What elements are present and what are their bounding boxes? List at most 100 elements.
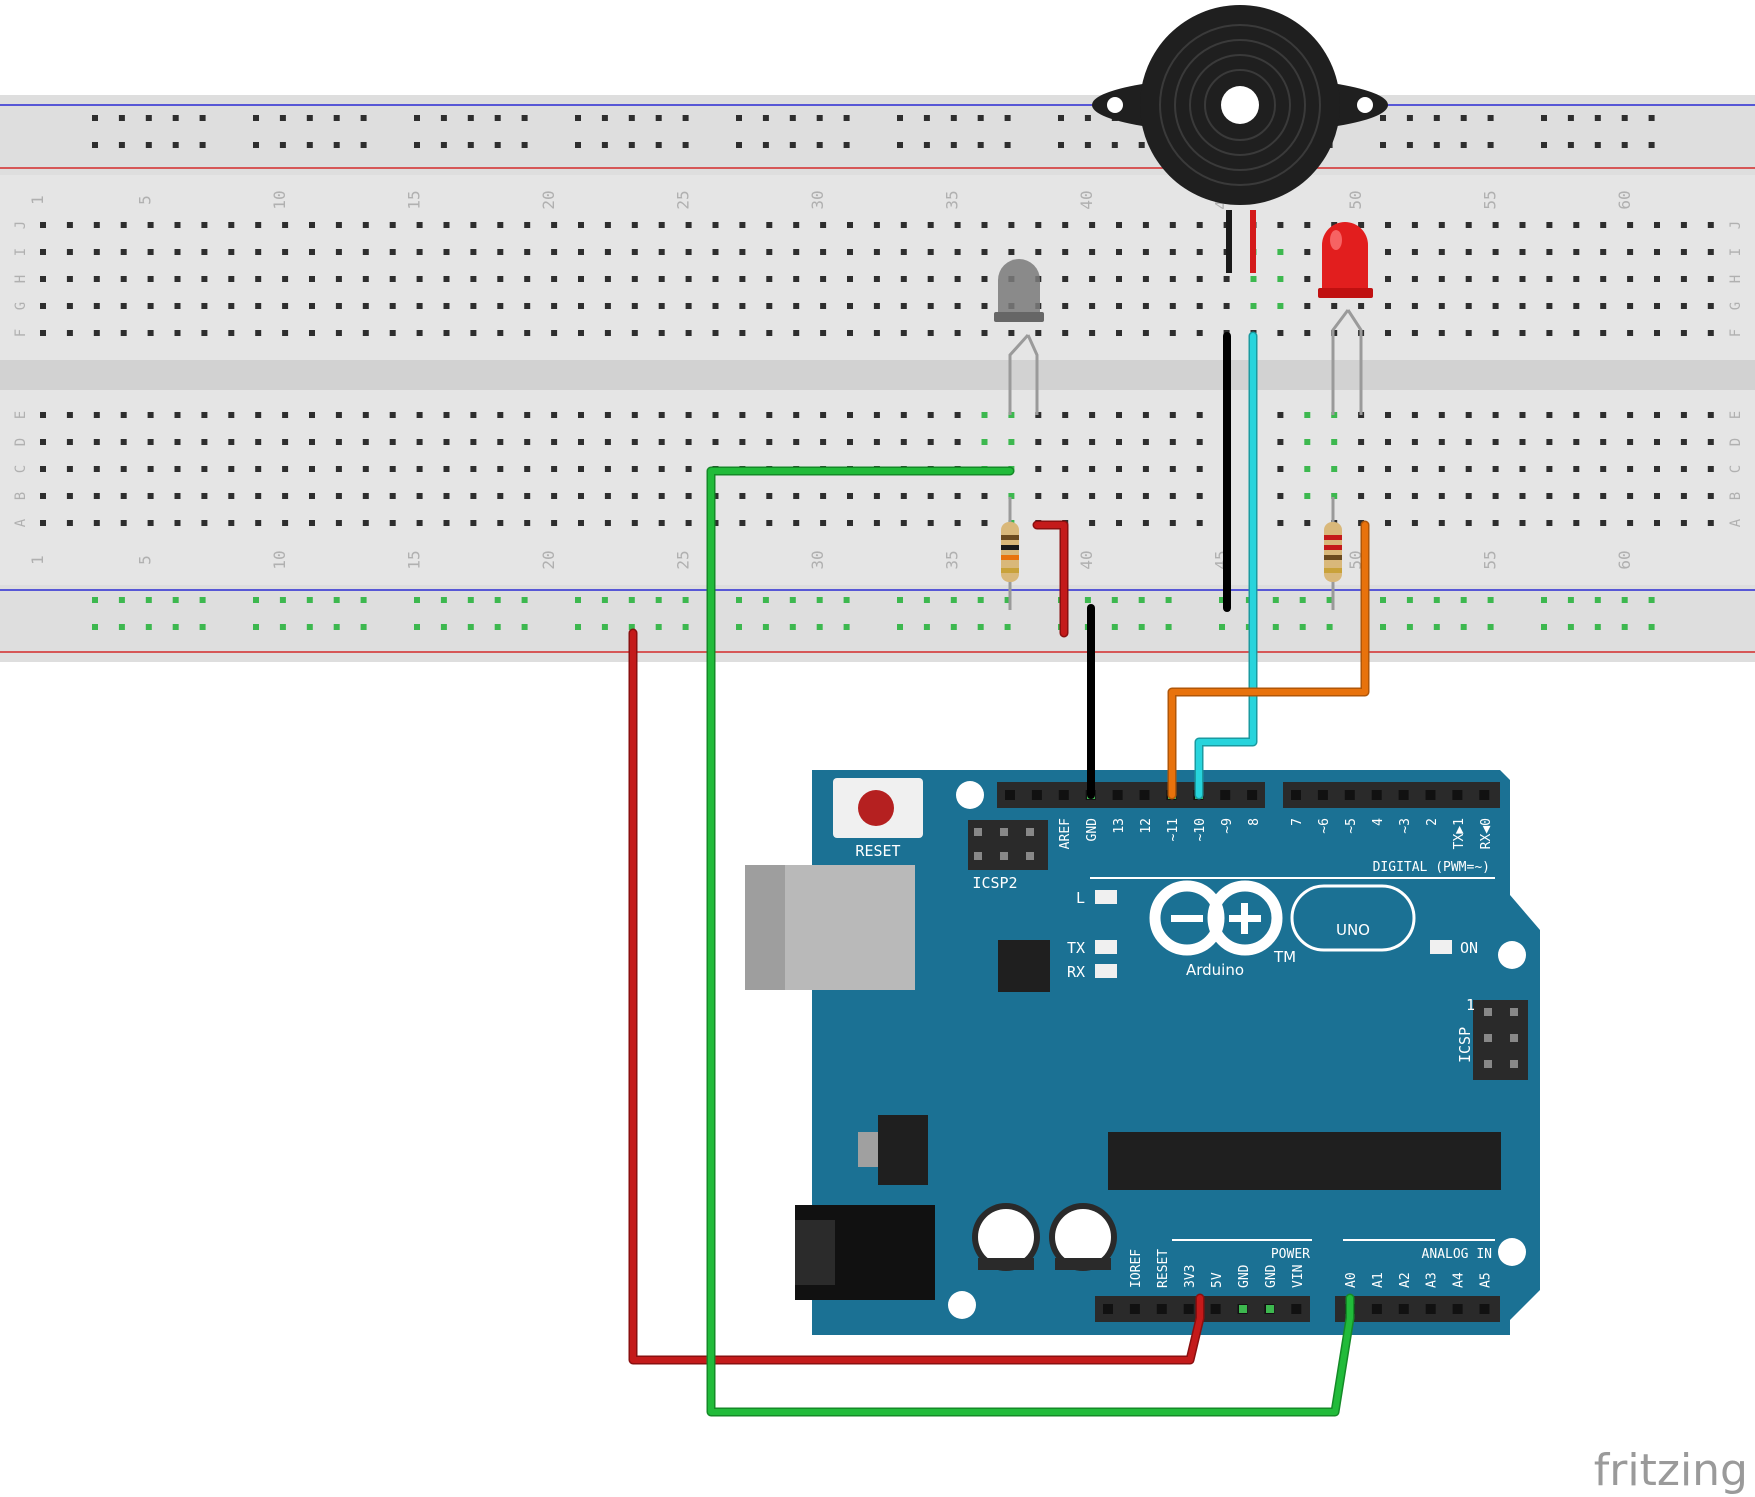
column-number: 20 <box>539 550 558 569</box>
breadboard-hole <box>282 249 289 255</box>
breadboard-hole <box>1250 276 1257 282</box>
breadboard-hole <box>1438 249 1445 255</box>
breadboard-hole <box>389 303 396 309</box>
breadboard-hole <box>1438 303 1445 309</box>
breadboard-hole <box>1089 439 1096 445</box>
rail-hole <box>897 142 903 148</box>
breadboard-hole <box>1411 520 1418 526</box>
breadboard-hole <box>1438 276 1445 282</box>
rail-hole <box>762 115 769 121</box>
breadboard-hole <box>1169 303 1176 309</box>
breadboard-hole <box>147 330 154 336</box>
rail-hole <box>440 142 447 148</box>
breadboard-hole <box>416 249 423 255</box>
breadboard-hole <box>578 249 584 255</box>
breadboard-hole <box>228 412 235 418</box>
breadboard-hole <box>1196 222 1203 228</box>
rail-hole <box>414 597 420 603</box>
breadboard-hole <box>1277 303 1284 309</box>
breadboard-hole <box>66 222 73 228</box>
breadboard-hole <box>524 412 531 418</box>
breadboard-hole <box>524 249 531 255</box>
breadboard-hole <box>1465 439 1472 445</box>
rail-hole <box>575 142 581 148</box>
breadboard-hole <box>1654 439 1660 445</box>
breadboard-hole <box>1465 520 1472 526</box>
header-pin <box>1317 790 1328 800</box>
rail-hole <box>655 597 662 603</box>
breadboard-hole <box>1680 330 1687 336</box>
breadboard-hole <box>93 520 100 526</box>
breadboard-hole <box>578 303 584 309</box>
row-letter: F <box>1728 329 1744 337</box>
header-pin <box>1371 790 1382 800</box>
breadboard-hole <box>228 276 235 282</box>
breadboard-hole <box>820 439 827 445</box>
breadboard-hole <box>1411 412 1418 418</box>
rail-hole <box>360 597 367 603</box>
breadboard-hole <box>1600 520 1607 526</box>
breadboard-hole <box>1385 249 1391 255</box>
breadboard-hole <box>335 303 342 309</box>
breadboard-hole <box>1519 439 1526 445</box>
rail-hole <box>897 115 903 121</box>
breadboard-hole <box>981 276 988 282</box>
rail-hole <box>682 597 689 603</box>
breadboard-hole <box>1223 303 1230 309</box>
breadboard-hole <box>1116 276 1122 282</box>
breadboard-hole <box>1008 249 1015 255</box>
breadboard-hole <box>1196 303 1203 309</box>
breadboard-hole <box>739 249 746 255</box>
breadboard-hole <box>954 439 961 445</box>
breadboard-hole <box>658 466 665 472</box>
resistor-left <box>1001 497 1019 610</box>
breadboard-hole <box>93 466 100 472</box>
breadboard-hole <box>1008 493 1015 499</box>
breadboard-hole <box>1385 303 1391 309</box>
breadboard-hole <box>524 520 531 526</box>
breadboard-hole <box>309 330 315 336</box>
rail-hole <box>1058 115 1064 121</box>
breadboard-hole <box>1627 412 1634 418</box>
breadboard-hole <box>1196 276 1203 282</box>
rail-hole <box>279 115 286 121</box>
rail-hole <box>843 624 850 630</box>
breadboard-hole <box>309 439 315 445</box>
breadboard-hole <box>335 412 342 418</box>
rail-hole <box>736 115 742 121</box>
column-number: 10 <box>270 550 289 569</box>
rail-hole <box>977 597 984 603</box>
rail-hole <box>1648 624 1655 630</box>
led-gray <box>994 259 1044 415</box>
breadboard-hole <box>1277 466 1284 472</box>
breadboard-hole <box>658 330 665 336</box>
breadboard-hole <box>470 493 477 499</box>
breadboard-hole <box>309 222 315 228</box>
breadboard-hole <box>362 466 369 472</box>
rail-hole <box>279 142 286 148</box>
breadboard-hole <box>847 276 853 282</box>
breadboard-hole <box>255 520 262 526</box>
breadboard-hole <box>309 249 315 255</box>
breadboard-hole <box>1600 466 1607 472</box>
breadboard-hole <box>793 330 800 336</box>
breadboard-hole <box>470 412 477 418</box>
breadboard-hole <box>1707 249 1714 255</box>
header-pin <box>1139 790 1150 800</box>
rail-hole <box>950 624 957 630</box>
breadboard-hole <box>981 520 988 526</box>
breadboard-hole <box>1654 466 1660 472</box>
breadboard-hole <box>1492 439 1499 445</box>
digital-pin-label: 12 <box>1139 818 1154 834</box>
rail-hole <box>1460 624 1467 630</box>
breadboard-hole <box>1089 303 1096 309</box>
rail-hole <box>1219 597 1225 603</box>
breadboard-hole <box>1169 439 1176 445</box>
breadboard-hole <box>1627 303 1634 309</box>
breadboard-hole <box>658 439 665 445</box>
rail-hole <box>467 142 474 148</box>
breadboard-hole <box>1062 222 1069 228</box>
breadboard-hole <box>1600 222 1607 228</box>
breadboard-hole <box>1519 412 1526 418</box>
rail-hole <box>1272 597 1279 603</box>
